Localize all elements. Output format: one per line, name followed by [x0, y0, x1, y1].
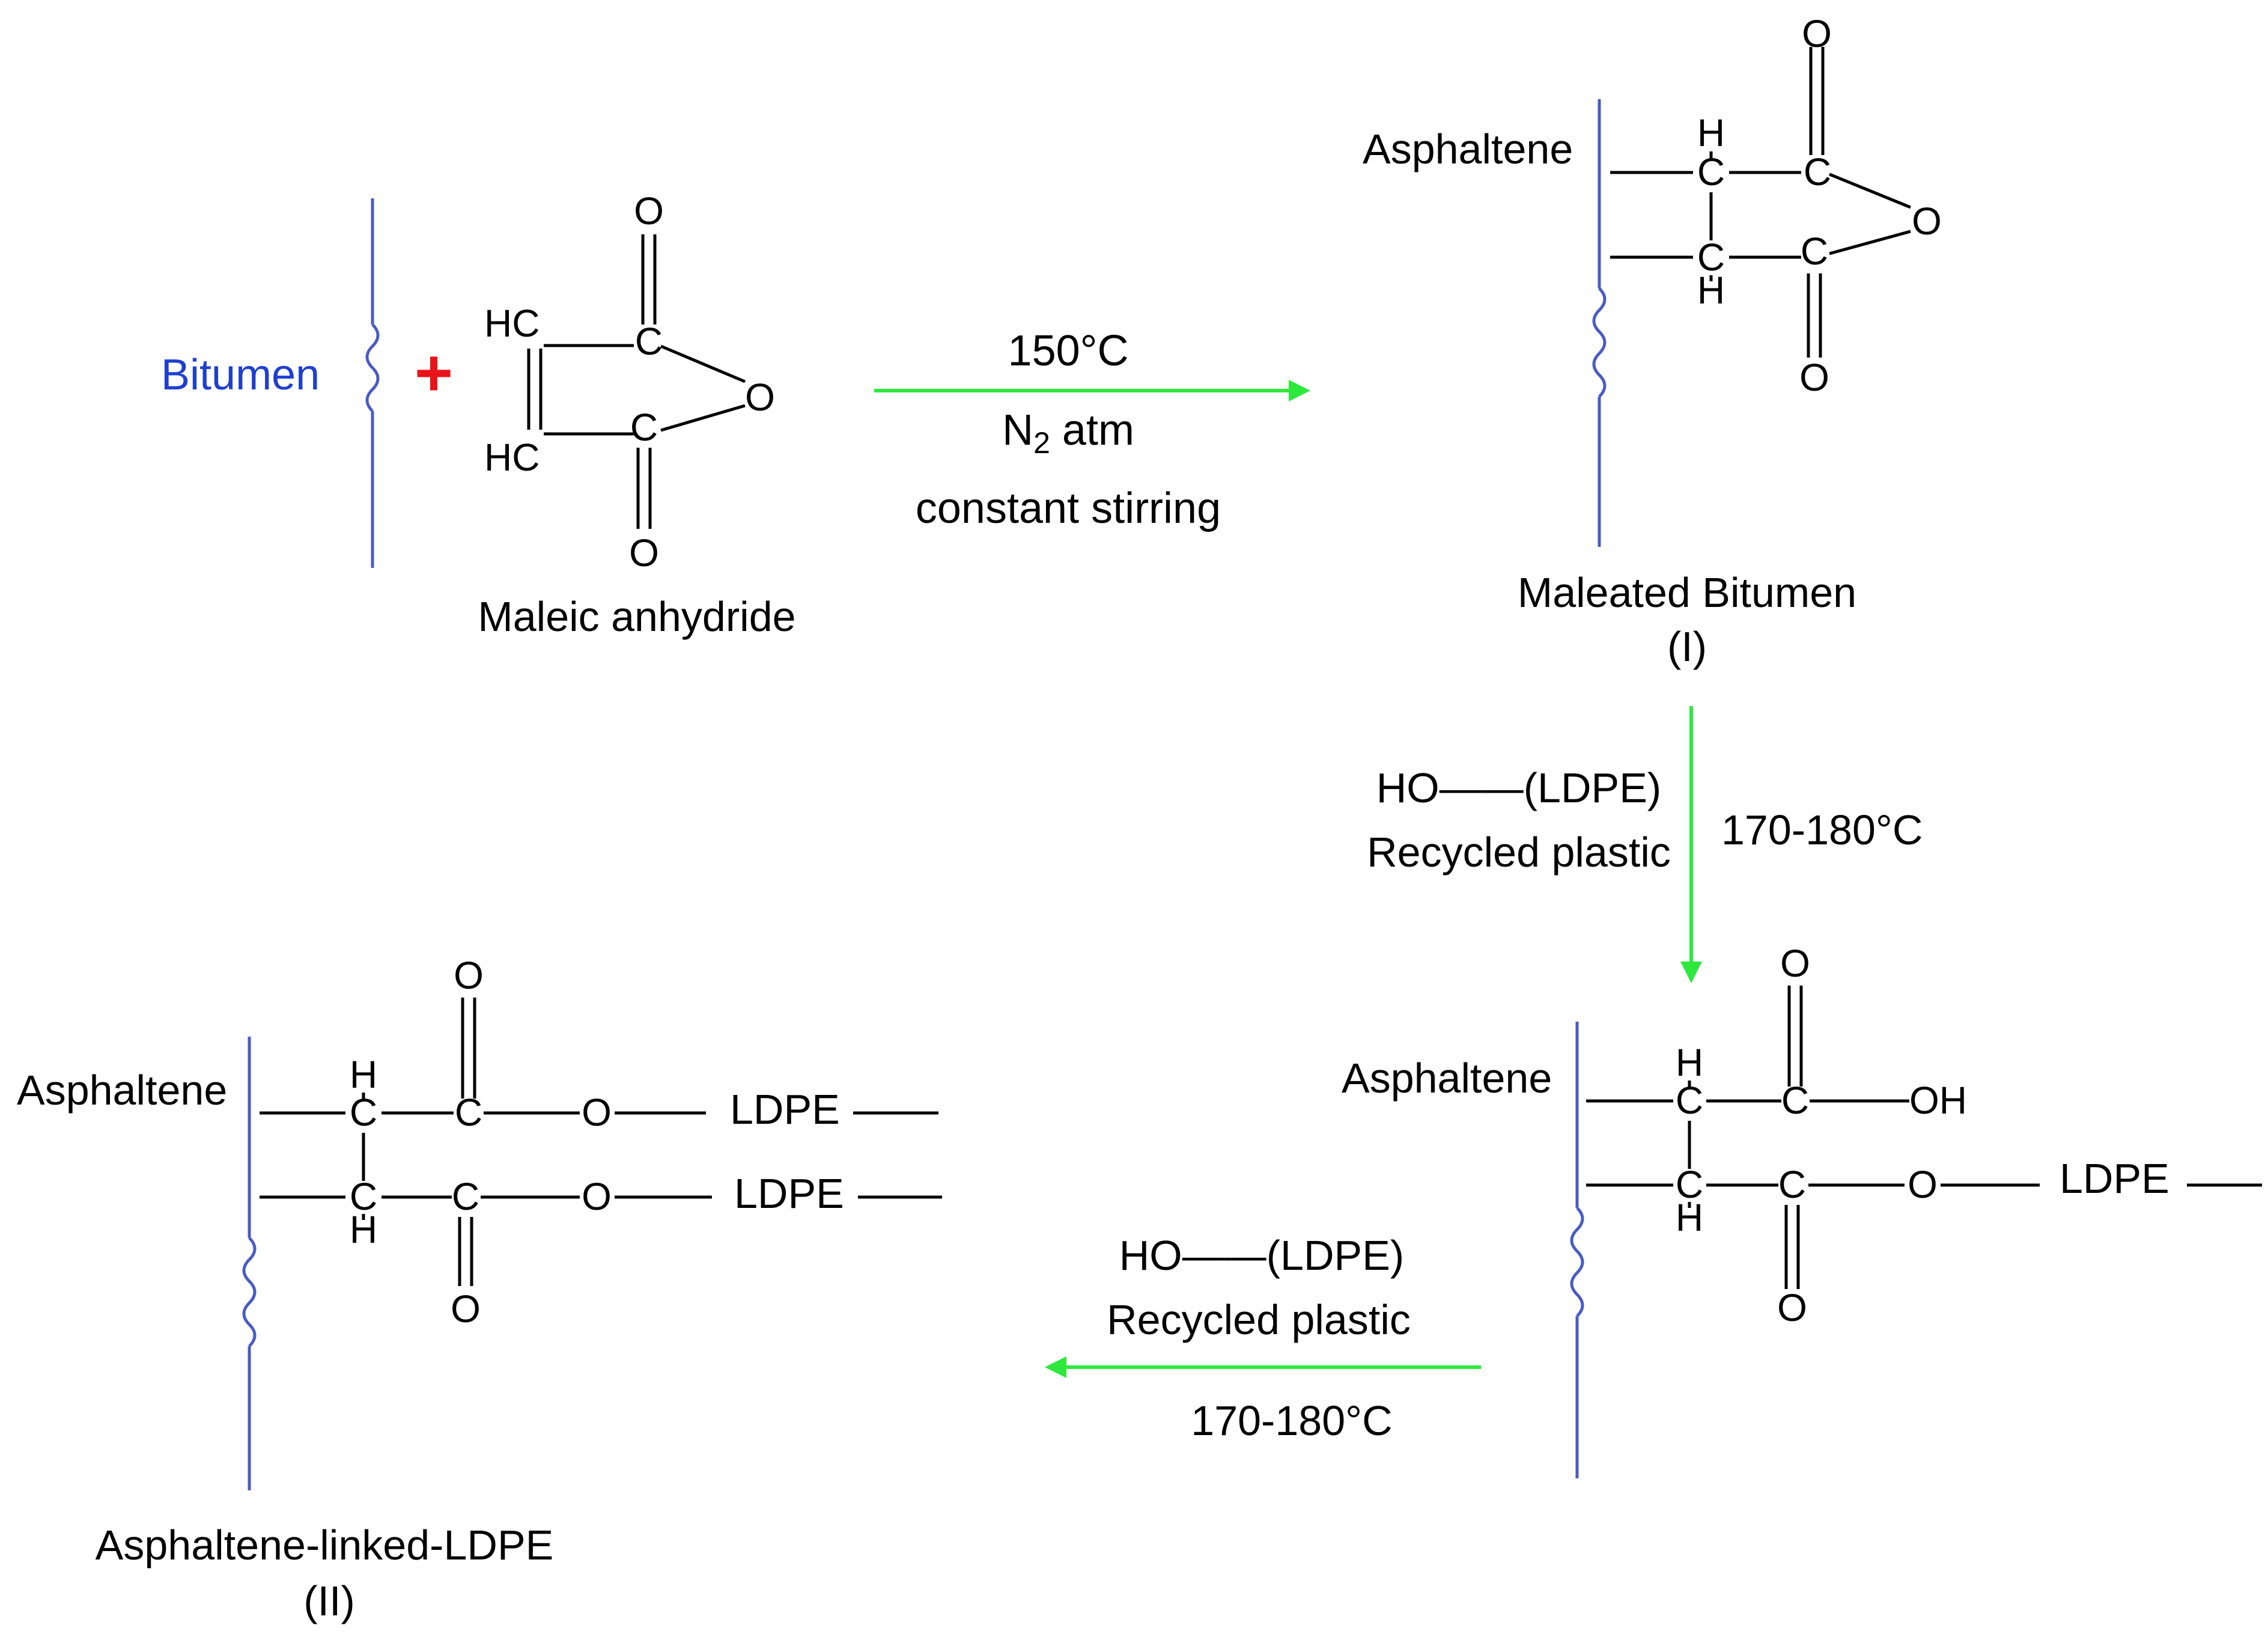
intermediate-asphaltene-label: Asphaltene	[1342, 1055, 1552, 1102]
step1-atmosphere: N2 atm	[1002, 406, 1134, 460]
p1-o-top: O	[1802, 12, 1832, 55]
atmosphere-subscript: 2	[1033, 426, 1050, 460]
bitumen-label: Bitumen	[161, 351, 320, 399]
product1-asphaltene-label: Asphaltene	[1363, 126, 1573, 172]
maleic-anhydride-label: Maleic anhydride	[478, 593, 795, 640]
atom-hc-upper: HC	[484, 302, 540, 345]
atom-o-top: O	[634, 189, 664, 233]
intermediate-structure: H C C H C C O OH O O LDPE	[1586, 942, 2262, 1329]
int-oh: OH	[1909, 1079, 1967, 1122]
atom-hc-lower: HC	[484, 436, 540, 479]
int-c-co-upper: C	[1781, 1079, 1809, 1122]
p1-c-ch-lower: C	[1697, 236, 1725, 279]
p2-c-ch-upper: C	[350, 1091, 377, 1134]
p2-ldpe-lower: LDPE	[734, 1170, 844, 1217]
step1-stirring: constant stirring	[916, 484, 1221, 532]
int-c-co-lower: C	[1778, 1163, 1806, 1206]
atom-o-bottom: O	[629, 531, 659, 575]
int-h-top: H	[1676, 1041, 1703, 1084]
atmosphere-rest: atm	[1050, 406, 1134, 454]
product2: Asphaltene H C C H C C O O	[17, 954, 942, 1624]
int-o-bottom: O	[1777, 1286, 1807, 1329]
int-c-ch-upper: C	[1676, 1079, 1703, 1122]
int-o-top: O	[1780, 942, 1810, 985]
product2-structure: H C C H C C O O O LDPE O LDPE	[260, 954, 942, 1331]
p2-h-bottom: H	[350, 1208, 377, 1251]
product1-numeral: (I)	[1667, 623, 1707, 670]
step1: 150°C N2 atm constant stirring	[874, 327, 1310, 532]
product1-chain	[1592, 99, 1607, 547]
atom-c-upper: C	[635, 320, 663, 363]
step1-temperature: 150°C	[1008, 327, 1129, 375]
atom-o-ring: O	[745, 376, 775, 419]
p2-o-ester-lower: O	[582, 1175, 612, 1218]
product1-name: Maleated Bitumen	[1518, 569, 1856, 616]
p1-c-co-upper: C	[1804, 150, 1831, 194]
p2-o-bottom: O	[451, 1287, 481, 1331]
p2-c-co-lower: C	[452, 1175, 479, 1218]
product2-chain	[242, 1037, 257, 1490]
step3: HO——(LDPE) Recycled plastic 170-180°C	[1045, 1232, 1481, 1444]
int-ldpe-label: LDPE	[2060, 1155, 2169, 1202]
p1-h-top: H	[1697, 111, 1725, 154]
p1-c-co-lower: C	[1801, 230, 1828, 273]
plus-sign: +	[415, 336, 453, 410]
p2-c-co-upper: C	[455, 1091, 482, 1134]
product1-structure: H C C H C C O O O	[1610, 12, 1942, 399]
p1-o-ring: O	[1912, 200, 1942, 243]
product2-name: Asphaltene-linked-LDPE	[96, 1522, 554, 1568]
atom-c-lower: C	[630, 406, 658, 449]
maleic-anhydride-structure: O C HC HC C O O	[484, 189, 775, 575]
step2: HO——(LDPE) Recycled plastic 170-180°C	[1367, 706, 1923, 983]
int-h-bottom: H	[1676, 1196, 1703, 1239]
step2-temperature: 170-180°C	[1721, 806, 1923, 853]
step2-reagent-name: Recycled plastic	[1367, 829, 1671, 876]
p2-c-ch-lower: C	[350, 1175, 377, 1218]
p2-o-ester-upper: O	[582, 1091, 612, 1134]
p2-ldpe-upper: LDPE	[730, 1086, 840, 1133]
p1-o-bottom: O	[1799, 356, 1829, 399]
p1-h-bottom: H	[1697, 269, 1725, 312]
intermediate: Asphaltene H C C H C C O OH	[1342, 942, 2262, 1478]
p2-h-top: H	[350, 1053, 377, 1096]
intermediate-chain	[1570, 1022, 1584, 1478]
step3-reagent-name: Recycled plastic	[1107, 1296, 1411, 1343]
step3-temperature: 170-180°C	[1191, 1397, 1392, 1444]
step3-reagent: HO——(LDPE)	[1119, 1232, 1404, 1279]
step2-reagent: HO——(LDPE)	[1376, 764, 1661, 811]
product2-numeral: (II)	[303, 1578, 355, 1624]
reactants: Bitumen + O C HC HC C O O Maleic anhyd	[161, 189, 796, 640]
p1-c-ch-upper: C	[1697, 150, 1725, 194]
p2-o-top: O	[454, 954, 484, 997]
atmosphere-n: N	[1002, 406, 1033, 454]
int-o-ester: O	[1908, 1163, 1938, 1206]
int-c-ch-lower: C	[1676, 1163, 1703, 1206]
product2-asphaltene-label: Asphaltene	[17, 1067, 227, 1114]
bitumen-chain	[365, 198, 380, 568]
product1: Asphaltene H C C H C C O O	[1363, 12, 1942, 670]
